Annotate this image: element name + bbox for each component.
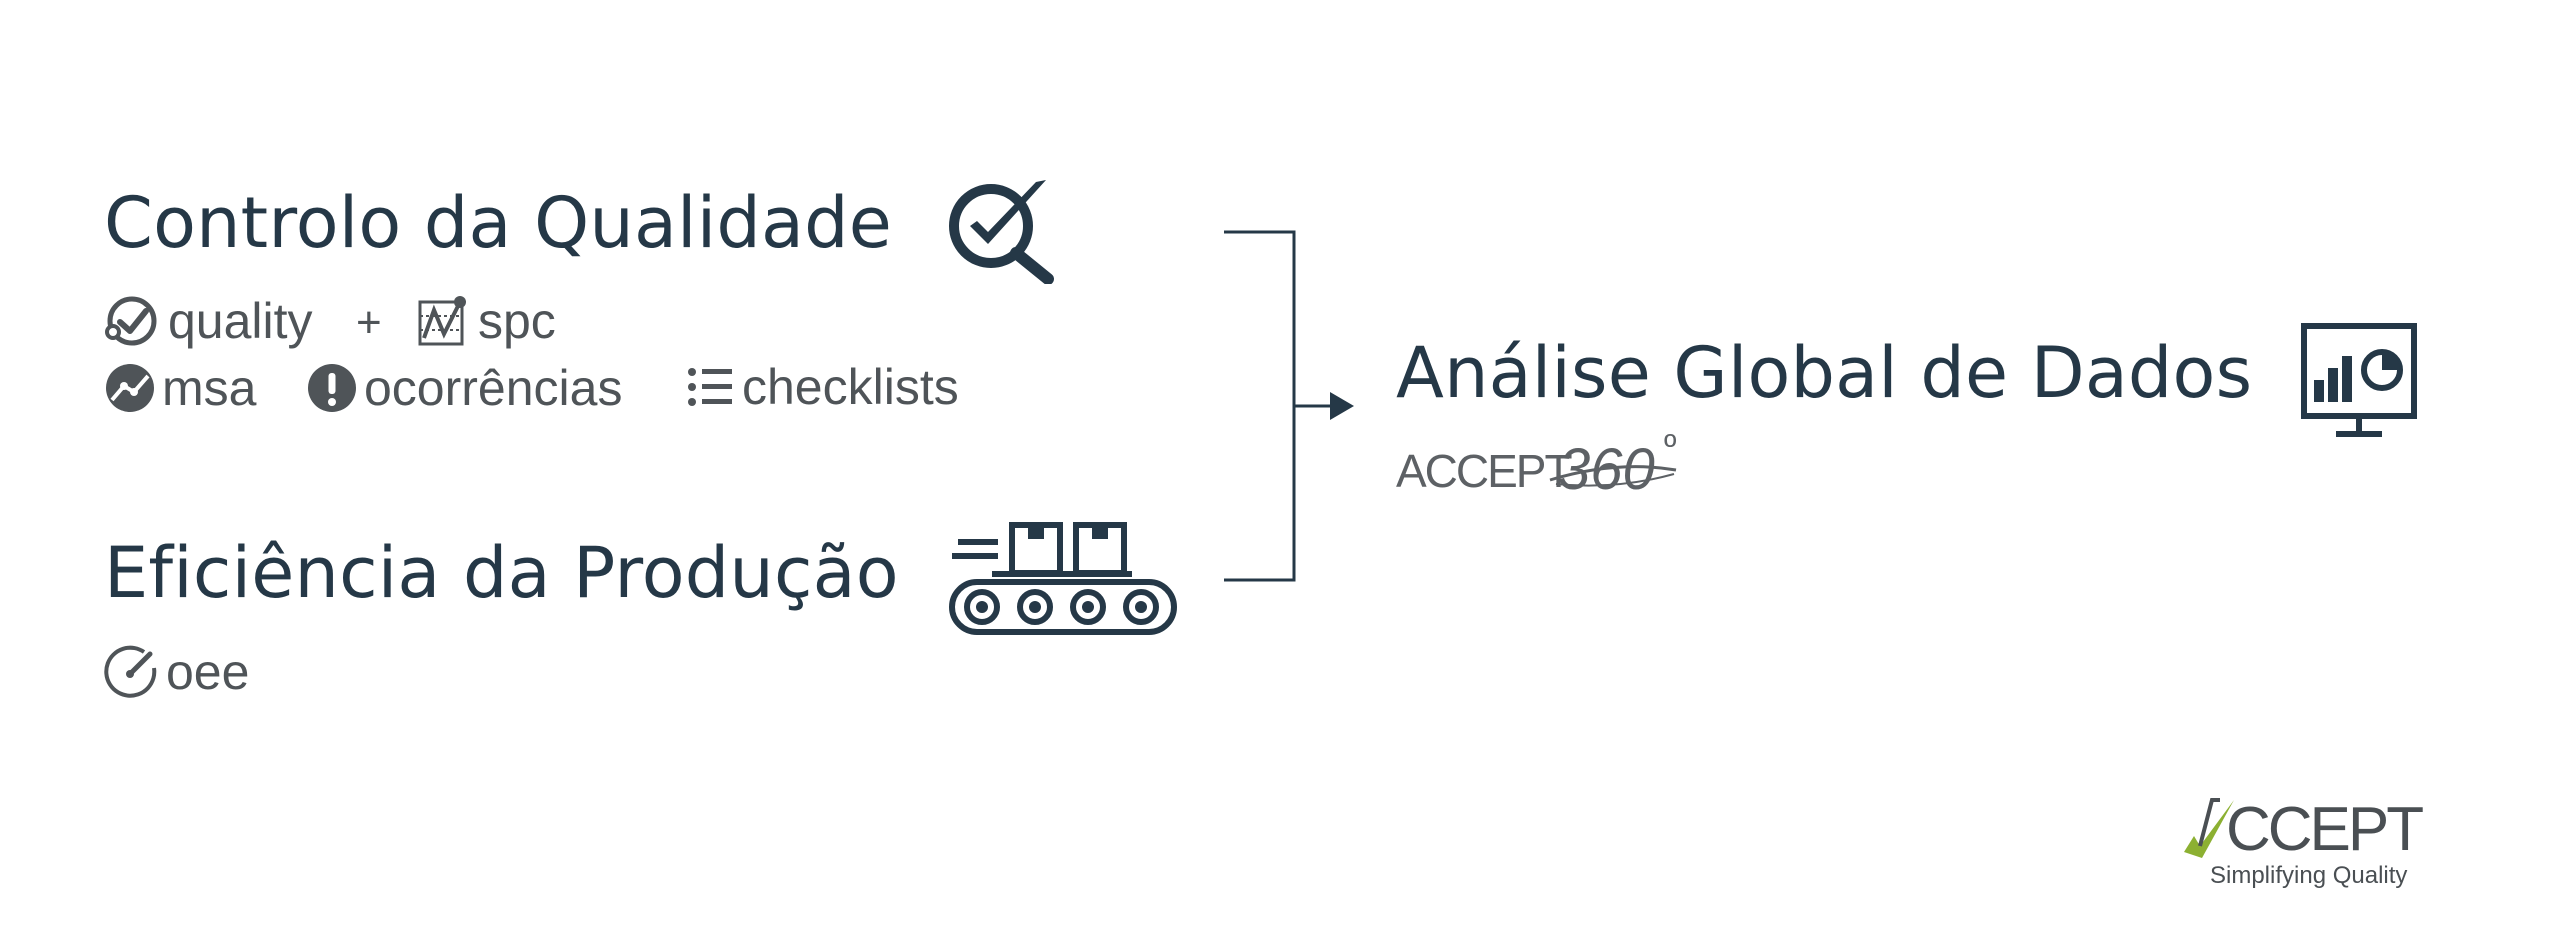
spc-chart-icon <box>418 296 466 346</box>
accept360-degree: º <box>1664 428 1677 466</box>
module-ocorrencias-label: ocorrências <box>364 360 623 416</box>
global-analysis-title: Análise Global de Dados <box>1396 332 2253 414</box>
module-spc-label: spc <box>478 293 556 349</box>
exclamation-circle-icon <box>308 364 356 412</box>
accept-brand-name: CCEPT <box>2226 795 2424 864</box>
module-ocorrencias: ocorrências <box>306 362 622 414</box>
check-magnifier-icon <box>949 180 1054 284</box>
module-checklists-label: checklists <box>742 359 959 415</box>
module-quality: quality <box>104 294 313 348</box>
module-quality-label: quality <box>168 293 313 349</box>
monitor-chart-icon <box>2301 323 2417 437</box>
module-spc: spc <box>416 294 556 348</box>
accept360-logo: ACCEPT 360 º <box>1396 428 1696 502</box>
quality-check-icon <box>105 296 157 346</box>
accept-brand-tagline: Simplifying Quality <box>2210 862 2408 889</box>
quality-control-title: Controlo da Qualidade <box>104 182 892 264</box>
module-msa: msa <box>104 362 256 414</box>
module-oee: oee <box>104 644 249 700</box>
accept-checkmark-logo-icon <box>2184 798 2234 858</box>
module-oee-label: oee <box>166 644 250 700</box>
connector-arrow <box>1224 230 1354 582</box>
accept360-name: ACCEPT <box>1396 445 1573 497</box>
msa-icon <box>106 364 154 412</box>
orbit-swoosh-icon <box>1549 465 1677 487</box>
plus-sign: + <box>356 298 382 347</box>
conveyor-belt-icon <box>949 522 1177 635</box>
module-checklists: checklists <box>686 362 959 412</box>
accept-brand-logo: CCEPT Simplifying Quality <box>2180 790 2440 890</box>
module-msa-label: msa <box>162 360 257 416</box>
list-icon <box>688 368 732 406</box>
gauge-icon <box>104 645 157 698</box>
production-efficiency-title: Eficiência da Produção <box>104 532 899 614</box>
